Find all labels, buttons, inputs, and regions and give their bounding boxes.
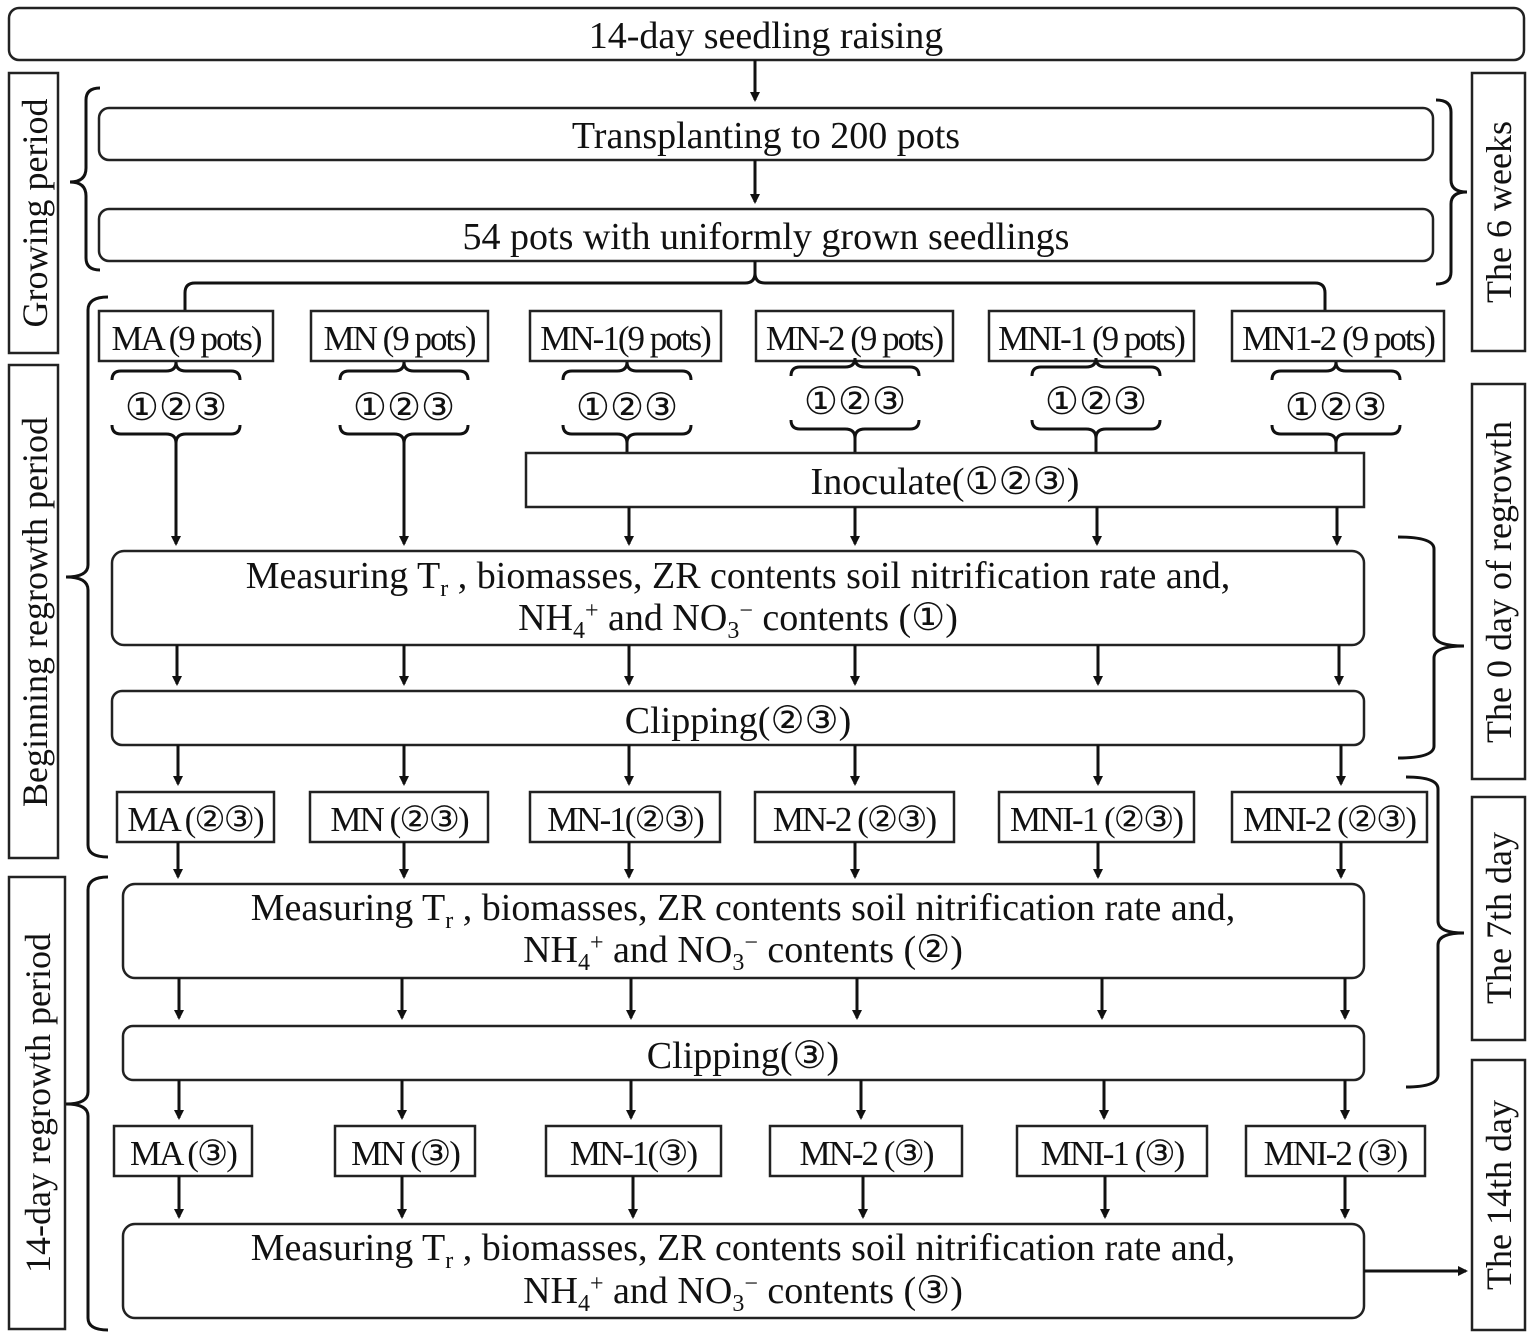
measure-box-3: Measuring Tr , biomasses, ZR contents so… <box>121 1222 1366 1320</box>
measure-box-1: Measuring Tr , biomasses, ZR contents so… <box>110 549 1366 647</box>
clipping-1-label: Clipping(②③) <box>625 700 851 742</box>
split-connector <box>183 261 1327 310</box>
seedling-label: 14-day seedling raising <box>589 15 944 57</box>
replicates-mni-1: ①②③ <box>1030 357 1162 439</box>
replicates-mn1-2: ①②③ <box>1270 361 1402 444</box>
after-clip2-row: MA (③) MN (③) MN-1(③) MN-2 (③) MNI-1 (③)… <box>112 1124 1427 1178</box>
after-clip1-ma-label: MA (②③) <box>127 800 264 839</box>
group-mn: MN (9 pots) <box>309 309 490 363</box>
after-clip1-ma: MA (②③) <box>115 790 276 844</box>
clipping-box-1: Clipping(②③) <box>110 689 1366 747</box>
clipping-box-2: Clipping(③) <box>121 1024 1366 1082</box>
replicates-mn-1-label: ①②③ <box>576 387 678 429</box>
measure-1-line1: Measuring Tr , biomasses, ZR contents so… <box>246 555 1231 602</box>
replicates-mn1-2-label: ①②③ <box>1285 387 1387 429</box>
day7-text: The 7th day <box>1479 832 1519 1004</box>
after-clip2-mni-2: MNI-2 (③) <box>1244 1124 1427 1178</box>
brace-14day <box>65 875 109 1332</box>
label-day7: The 7th day <box>1470 795 1527 1042</box>
group-ma: MA (9 pots) <box>97 309 275 363</box>
group-mn-1: MN-1(9 pots) <box>528 309 723 363</box>
after-clip1-mn-1-label: MN-1(②③) <box>547 800 704 839</box>
after-clip1-mn-1: MN-1(②③) <box>528 790 722 844</box>
weeks6-text: The 6 weeks <box>1479 121 1519 303</box>
group-mn-label: MN (9 pots) <box>323 319 475 358</box>
label-14day-regrowth: 14-day regrowth period <box>7 875 67 1331</box>
replicate-row: ①②③ ①②③ ①②③ ①②③ ①②③ ①②③ <box>110 357 1402 444</box>
after-clip2-mni-2-label: MNI-2 (③) <box>1264 1134 1408 1173</box>
measure-2-line1: Measuring Tr , biomasses, ZR contents so… <box>251 887 1236 934</box>
group-ma-label: MA (9 pots) <box>111 319 261 358</box>
after-clip1-mni-1-label: MNI-1 (②③) <box>1010 800 1183 839</box>
after-clip1-mni-1: MNI-1 (②③) <box>997 790 1196 844</box>
after-clip2-mn-label: MN (③) <box>351 1134 460 1173</box>
after-clip1-mn: MN (②③) <box>308 790 490 844</box>
after-clip1-row: MA (②③) MN (②③) MN-1(②③) MN-2 (②③) MNI-1… <box>115 790 1429 844</box>
group-mn-2: MN-2 (9 pots) <box>754 309 955 363</box>
uniform-box: 54 pots with uniformly grown seedlings <box>97 207 1435 263</box>
day0-text: The 0 day of regrowth <box>1479 421 1519 743</box>
brace-beginning <box>65 295 109 859</box>
after-clip1-mni-2-label: MNI-2 (②③) <box>1243 800 1416 839</box>
brace-6-weeks <box>1435 98 1468 286</box>
growing-period-text: Growing period <box>15 99 55 328</box>
replicates-mn: ①②③ <box>338 361 470 444</box>
brace-day7 <box>1405 775 1465 1089</box>
label-day14: The 14th day <box>1470 1058 1527 1332</box>
transplant-label: Transplanting to 200 pots <box>572 115 960 157</box>
group-mn1-2-label: MN1-2 (9 pots) <box>1242 319 1435 358</box>
measure-box-2: Measuring Tr , biomasses, ZR contents so… <box>121 882 1366 980</box>
transplant-box: Transplanting to 200 pots <box>97 106 1435 162</box>
measure-1-line2: NH4+ and NO3− contents (①) <box>518 597 958 644</box>
seedling-box: 14-day seedling raising <box>7 6 1526 62</box>
after-clip2-mn-2-label: MN-2 (③) <box>800 1134 934 1173</box>
replicates-mn-2: ①②③ <box>789 357 921 439</box>
day14-text: The 14th day <box>1479 1100 1519 1290</box>
brace-growing <box>69 86 101 272</box>
group-mn1-2: MN1-2 (9 pots) <box>1230 309 1446 363</box>
inoculate-box: Inoculate(①②③) <box>524 451 1366 509</box>
measure-2-line2: NH4+ and NO3− contents (②) <box>523 929 963 976</box>
after-clip1-mn-2-label: MN-2 (②③) <box>773 800 937 839</box>
brace-day0 <box>1397 535 1465 760</box>
label-6-weeks: The 6 weeks <box>1470 71 1527 353</box>
after-clip2-mn-1-label: MN-1(③) <box>570 1134 698 1173</box>
label-beginning-regrowth: Beginning regrowth period <box>7 363 60 860</box>
after-clip1-mni-2: MNI-2 (②③) <box>1230 790 1429 844</box>
replicates-mn-1: ①②③ <box>561 361 693 444</box>
after-clip2-mn-2: MN-2 (③) <box>768 1124 964 1178</box>
replicates-mn-2-label: ①②③ <box>804 381 906 423</box>
after-clip2-mni-1: MNI-1 (③) <box>1015 1124 1209 1178</box>
after-clip2-mn: MN (③) <box>333 1124 477 1178</box>
measure-3-line2: NH4+ and NO3− contents (③) <box>523 1270 963 1317</box>
after-clip1-mn-2: MN-2 (②③) <box>753 790 956 844</box>
group-mni-1-label: MNI-1 (9 pots) <box>998 319 1185 358</box>
group-mni-1: MNI-1 (9 pots) <box>987 309 1196 363</box>
inoculate-label: Inoculate(①②③) <box>811 461 1080 503</box>
uniform-label: 54 pots with uniformly grown seedlings <box>463 216 1070 258</box>
group-row: MA (9 pots) MN (9 pots) MN-1(9 pots) MN-… <box>97 309 1446 363</box>
group-mn-2-label: MN-2 (9 pots) <box>766 319 944 358</box>
clipping-2-label: Clipping(③) <box>647 1035 839 1077</box>
replicates-mn-label: ①②③ <box>353 387 455 429</box>
measure-3-line1: Measuring Tr , biomasses, ZR contents so… <box>251 1227 1236 1274</box>
after-clip2-ma-label: MA (③) <box>130 1134 237 1173</box>
label-day0: The 0 day of regrowth <box>1470 382 1527 781</box>
after-clip1-mn-label: MN (②③) <box>330 800 469 839</box>
regrowth14-text: 14-day regrowth period <box>18 933 58 1273</box>
group-mn-1-label: MN-1(9 pots) <box>540 319 711 358</box>
after-clip2-mn-1: MN-1(③) <box>544 1124 723 1178</box>
beginning-regrowth-text: Beginning regrowth period <box>15 417 55 807</box>
replicates-mni-1-label: ①②③ <box>1045 381 1147 423</box>
after-clip2-mni-1-label: MNI-1 (③) <box>1041 1134 1185 1173</box>
label-growing-period: Growing period <box>7 71 60 355</box>
replicates-ma: ①②③ <box>110 361 242 444</box>
after-clip2-ma: MA (③) <box>112 1124 254 1178</box>
replicates-ma-label: ①②③ <box>125 387 227 429</box>
